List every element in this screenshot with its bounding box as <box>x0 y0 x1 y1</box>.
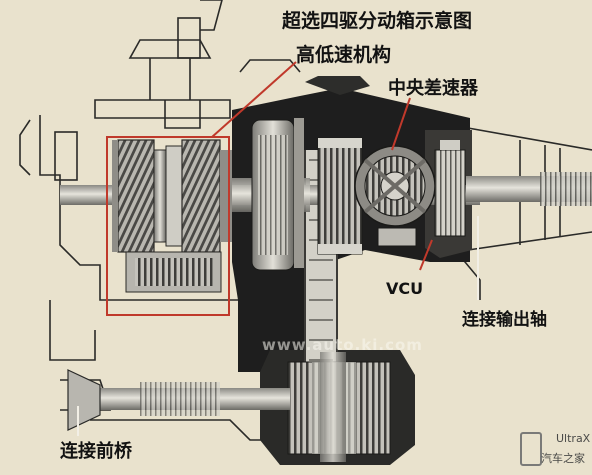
range-gears <box>112 139 232 293</box>
brand-logo-icon <box>520 432 542 466</box>
drive-sprocket <box>317 137 363 255</box>
label-output-shaft: 连接输出轴 <box>462 310 547 330</box>
brand-watermark-bottom: 汽车之家 <box>541 452 585 465</box>
label-front-axle: 连接前桥 <box>60 441 132 462</box>
diagram-title: 超选四驱分动箱示意图 <box>282 10 473 32</box>
brand-watermark-top: UltraX <box>556 432 591 445</box>
site-watermark: www.auto.ki.com <box>262 336 423 354</box>
front-output-assembly <box>67 352 391 462</box>
label-high-low-range: 高低速机构 <box>296 44 392 66</box>
clutch-hub <box>251 118 304 271</box>
label-center-differential: 中央差速器 <box>388 78 478 99</box>
label-vcu: VCU <box>386 279 424 298</box>
leader-lines <box>211 61 433 271</box>
range-highlight-frame <box>106 136 230 316</box>
center-differential <box>354 145 436 247</box>
vcu-unit <box>434 140 466 237</box>
leader-lines-plain <box>77 216 479 436</box>
output-shaft <box>466 172 592 206</box>
